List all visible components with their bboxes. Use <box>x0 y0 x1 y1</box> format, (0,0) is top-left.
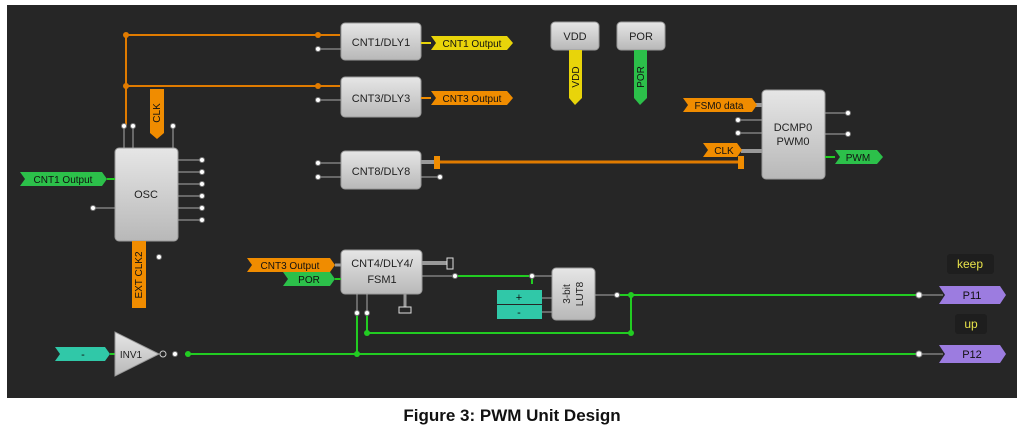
clock-wires <box>125 34 741 164</box>
p11-label: P11 <box>963 290 982 302</box>
osc-ext-clk2-label: EXT CLK2 <box>134 251 145 298</box>
lut-minus-label: - <box>517 307 521 319</box>
p11-port[interactable]: P11 <box>921 286 1006 304</box>
junction <box>315 83 321 89</box>
design-canvas[interactable]: OSC CLK EXT CLK2 CNT1 Output CN <box>7 5 1017 398</box>
cnt3-output-label: CNT3 Output <box>443 94 502 105</box>
por-block[interactable]: POR POR <box>616 21 666 105</box>
cnt4-input-por-port[interactable]: POR <box>283 272 341 286</box>
por-out-label: POR <box>636 66 647 88</box>
osc-label: OSC <box>134 189 158 201</box>
junction <box>628 330 634 336</box>
dcmp0-block[interactable]: DCMP0 PWM0 <box>735 89 851 180</box>
cnt4-input-cnt3-label: CNT3 Output <box>261 261 320 272</box>
cnt1-label: CNT1/DLY1 <box>352 37 410 49</box>
lut8-block[interactable]: 3-bit LUT8 <box>529 267 620 321</box>
cnt8-label: CNT8/DLY8 <box>352 166 410 178</box>
cnt4-label-line2: FSM1 <box>367 274 396 286</box>
cnt8-block[interactable]: CNT8/DLY8 <box>315 150 443 190</box>
vdd-label: VDD <box>563 31 586 43</box>
dcmp-clk-label: CLK <box>714 146 734 157</box>
fsm0-data-port[interactable]: FSM0 data <box>683 98 757 112</box>
fsm0-data-label: FSM0 data <box>695 101 744 112</box>
lut-plus-label: + <box>516 292 522 304</box>
p12-label: P12 <box>962 349 982 361</box>
junction <box>123 83 129 89</box>
pwm0-label: PWM0 <box>777 136 810 148</box>
junction <box>185 351 191 357</box>
cnt3-block[interactable]: CNT3/DLY3 <box>315 76 432 118</box>
junction <box>364 330 370 336</box>
osc-clk-label: CLK <box>152 103 163 123</box>
lut-plus-port[interactable]: + <box>497 290 542 304</box>
junction <box>123 32 129 38</box>
osc-input-port[interactable]: CNT1 Output <box>20 172 115 186</box>
p12-port[interactable]: P12 <box>921 345 1006 363</box>
cnt3-label: CNT3/DLY3 <box>352 93 410 105</box>
keep-text: keep <box>957 257 983 271</box>
inv1-input-port[interactable]: - <box>55 347 115 361</box>
dcmp0-label: DCMP0 <box>774 122 813 134</box>
lut8-label-line1: 3-bit <box>562 284 573 304</box>
pwm-output-port[interactable]: PWM <box>835 150 883 164</box>
cnt4-input-por-label: POR <box>298 275 320 286</box>
junctions <box>123 32 923 358</box>
dcmp-clk-port[interactable]: CLK <box>703 143 742 157</box>
osc-ext-clk2-port[interactable]: EXT CLK2 <box>132 241 146 308</box>
vdd-block[interactable]: VDD VDD <box>550 21 600 105</box>
osc-clk-port[interactable]: CLK <box>150 89 164 139</box>
lut8-label-line2: LUT8 <box>575 281 586 306</box>
inv1-gate[interactable]: INV1 <box>114 331 178 377</box>
cnt1-output-label: CNT1 Output <box>443 39 502 50</box>
up-text: up <box>964 317 978 331</box>
figure-caption: Figure 3: PWM Unit Design <box>403 406 621 425</box>
junction <box>315 32 321 38</box>
lut-minus-port[interactable]: - <box>497 305 542 319</box>
up-label: up <box>955 314 987 334</box>
schematic: OSC CLK EXT CLK2 CNT1 Output CN <box>20 21 1006 377</box>
keep-label: keep <box>947 254 994 274</box>
junction <box>354 351 360 357</box>
cnt1-output-port[interactable]: CNT1 Output <box>431 36 513 50</box>
inv1-input-label: - <box>81 349 85 361</box>
inv1-label: INV1 <box>120 350 143 361</box>
osc-stubs <box>95 128 200 221</box>
cnt4-label-line1: CNT4/DLY4/ <box>351 258 413 270</box>
osc-block[interactable]: OSC <box>90 123 205 260</box>
vdd-out-label: VDD <box>571 66 582 87</box>
pwm-output-label: PWM <box>846 153 870 164</box>
osc-input-label: CNT1 Output <box>34 175 93 186</box>
cnt1-block[interactable]: CNT1/DLY1 <box>315 22 432 61</box>
junction <box>628 292 634 298</box>
cnt4-input-cnt3-port[interactable]: CNT3 Output <box>247 258 341 272</box>
cnt3-output-port[interactable]: CNT3 Output <box>431 91 513 105</box>
por-label: POR <box>629 31 653 43</box>
cnt4-fsm1-block[interactable]: CNT4/DLY4/ FSM1 <box>340 249 458 316</box>
